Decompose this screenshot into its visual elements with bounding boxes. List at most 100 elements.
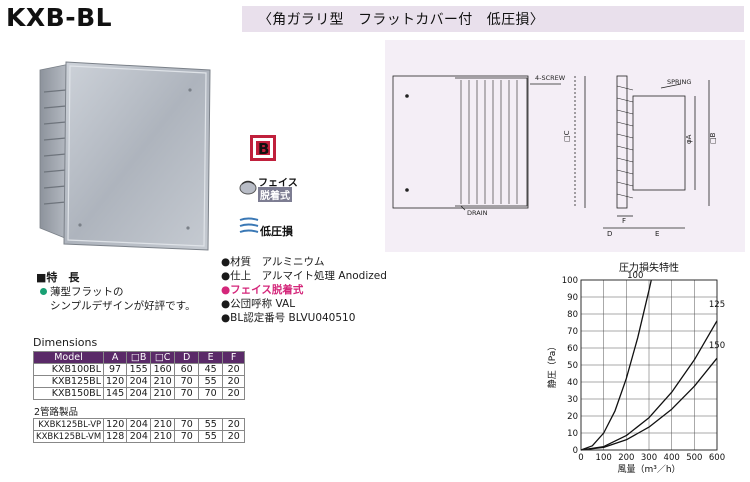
cell-d: 70: [174, 387, 200, 400]
bl-certification-badge: B: [250, 135, 276, 161]
series-line-100: [580, 279, 652, 451]
cell-model: KXB150BL: [33, 387, 104, 400]
face-removable-badge: フェイス 脱着式: [238, 172, 302, 206]
y-tick-label: 40: [567, 378, 578, 388]
cell-e: 70: [198, 387, 224, 400]
feature-bullet: [40, 288, 47, 295]
cell-d: 70: [174, 418, 200, 431]
col-a: A: [102, 351, 128, 364]
cell-model: KXBK125BL-VP: [32, 418, 105, 431]
chart-x-axis-label: 風量（m³／h）: [617, 464, 680, 475]
cell-d: 70: [174, 430, 200, 443]
feature-line-2: シンプルデザインが好評です。: [50, 300, 196, 312]
airflow-icon: [239, 217, 259, 233]
cell-b: 204: [126, 430, 152, 443]
table-row: KXB150BL 145 204 210 70 70 20: [33, 387, 246, 400]
features-heading: ■特 長: [36, 271, 80, 284]
cell-a: 97: [102, 363, 128, 376]
dimensions-table: Model A □B □C D E F KXB100BL 97 155 160 …: [33, 351, 246, 400]
dim-c: □C: [563, 130, 571, 142]
dim-a: φA: [685, 134, 693, 144]
spec-public-name: ●公団呼称 VAL: [221, 298, 296, 310]
y-tick-label: 60: [567, 344, 578, 354]
x-tick-label: 200: [618, 453, 634, 463]
x-tick-label: 100: [596, 453, 612, 463]
technical-drawing: 4-SCREW SPRING DRAIN □C φA □B D E F: [385, 40, 745, 252]
cell-e: 55: [198, 430, 224, 443]
dim-e: E: [655, 230, 659, 238]
face-badge-line1: フェイス: [258, 178, 298, 189]
chart-y-axis-label: 静圧（Pa）: [546, 342, 558, 389]
dimensions-header-row: Model A □B □C D E F: [33, 351, 246, 364]
table-row: KXB125BL 120 204 210 70 55 20: [33, 375, 246, 388]
y-tick-label: 90: [567, 293, 578, 303]
cell-a: 120: [102, 375, 128, 388]
cell-a: 120: [103, 418, 128, 431]
col-b: □B: [126, 351, 152, 364]
low-pressure-badge: 低圧損: [238, 212, 302, 242]
x-tick-label: 500: [686, 453, 702, 463]
y-tick-label: 70: [567, 327, 578, 337]
col-d: D: [174, 351, 200, 364]
table-row: KXB100BL 97 155 160 60 45 20: [33, 363, 246, 376]
dim-b: □B: [709, 132, 717, 144]
cell-model: KXB125BL: [33, 375, 104, 388]
subtitle-text: 〈角ガラリ型 フラットカバー付 低圧損〉: [258, 12, 544, 28]
feature-line-1: 薄型フラットの: [40, 284, 124, 299]
model-title: KXB-BL: [6, 3, 113, 32]
spec-bl-number: ●BL認定番号 BLVU040510: [221, 312, 356, 324]
subtitle-bar: [242, 6, 744, 32]
table-row: KXBK125BL-VP 120 204 210 70 55 20: [32, 418, 246, 431]
y-tick-label: 100: [562, 276, 578, 286]
cell-model: KXBK125BL-VM: [32, 430, 105, 443]
col-e: E: [198, 351, 224, 364]
low-pressure-label: 低圧損: [260, 225, 293, 238]
label-screw: 4-SCREW: [535, 74, 566, 82]
cell-f: 20: [222, 375, 246, 388]
label-drain: DRAIN: [467, 209, 488, 217]
product-photo: [39, 61, 211, 251]
series-label-100: 100: [627, 271, 643, 281]
dim-f: F: [622, 217, 626, 225]
cell-c: 210: [150, 418, 176, 431]
feature-text-1: 薄型フラットの: [50, 286, 124, 298]
face-removable-icon: [239, 180, 257, 195]
col-model: Model: [33, 351, 104, 364]
cell-f: 20: [222, 387, 246, 400]
cell-a: 128: [103, 430, 128, 443]
cell-f: 20: [222, 418, 246, 431]
series-line-150: [580, 357, 718, 451]
dim-d: D: [607, 230, 612, 238]
spec-material: ●材質 アルミニウム: [221, 256, 325, 268]
cell-d: 60: [174, 363, 200, 376]
cell-b: 204: [126, 387, 152, 400]
chart-plot-frame: [580, 279, 718, 451]
x-tick-label: 300: [641, 453, 657, 463]
face-badge-line2: 脱着式: [258, 187, 292, 202]
chart-title: 圧力損失特性: [619, 261, 679, 274]
chart-grid: [580, 279, 718, 451]
cell-b: 204: [126, 418, 152, 431]
cell-c: 160: [150, 363, 176, 376]
y-tick-label: 80: [567, 310, 578, 320]
y-tick-label: 10: [567, 429, 578, 439]
y-tick-label: 20: [567, 412, 578, 422]
series-line-125: [580, 320, 718, 451]
cell-f: 20: [222, 363, 246, 376]
cell-e: 55: [198, 375, 224, 388]
cell-a: 145: [102, 387, 128, 400]
table-row: KXBK125BL-VM 128 204 210 70 55 20: [32, 430, 246, 443]
cell-b: 204: [126, 375, 152, 388]
spec-face-removable: ●フェイス脱着式: [221, 284, 304, 296]
bl-badge-letter: B: [258, 140, 270, 158]
y-tick-label: 0: [573, 446, 578, 456]
bl-badge-mark: [256, 141, 270, 155]
x-tick-label: 400: [664, 453, 680, 463]
dimensions-heading: Dimensions: [33, 336, 98, 349]
y-tick-label: 50: [567, 361, 578, 371]
spec-finish: ●仕上 アルマイト処理 Anodized: [221, 270, 387, 282]
cell-c: 210: [150, 430, 176, 443]
